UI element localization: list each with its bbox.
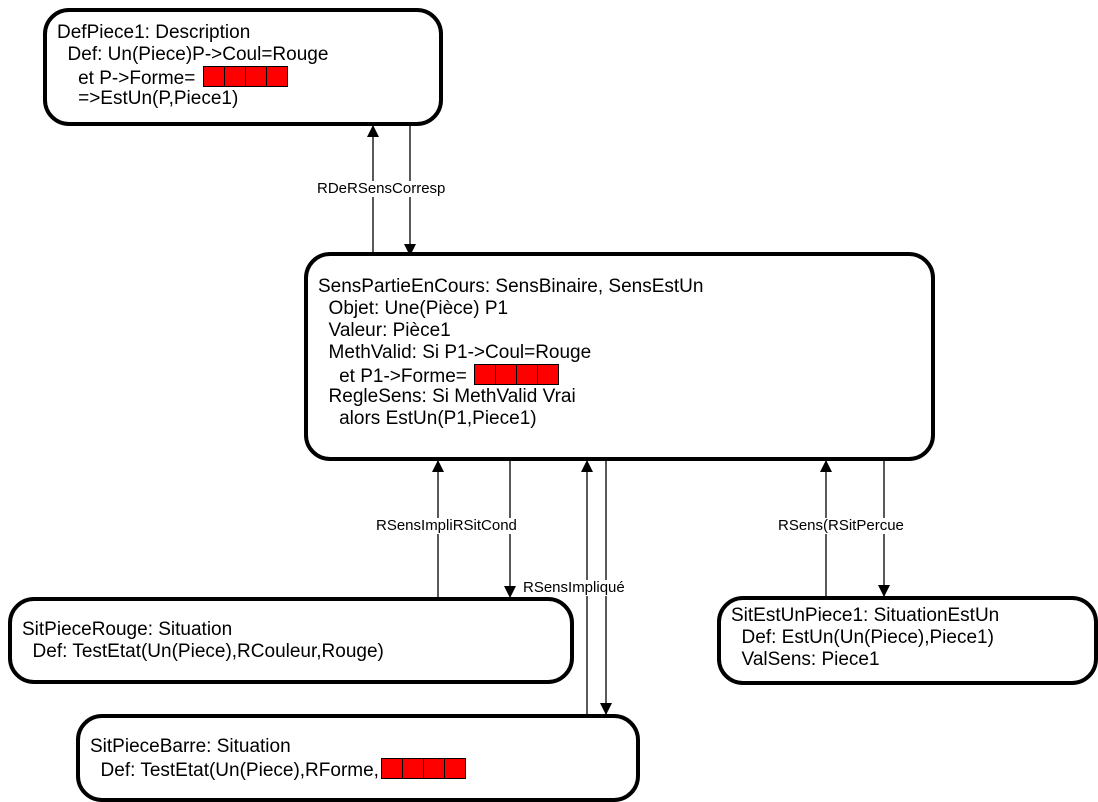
node-defpiece1-line-forme: et P->Forme=	[57, 66, 439, 89]
bar-pattern-icon	[202, 66, 288, 87]
node-sens-line: Valeur: Pièce1	[318, 320, 451, 341]
node-rouge-line: Def: TestEtat(Un(Piece),RCouleur,Rouge)	[22, 641, 384, 662]
node-sens-forme-text: et P1->Forme=	[318, 366, 473, 387]
node-sens-line: RegleSens: Si MethValid Vrai	[318, 386, 576, 407]
node-sens-partie-en-cours[interactable]: SensPartieEnCours: SensBinaire, SensEstU…	[304, 252, 935, 461]
node-sit-est-un-piece1[interactable]: SitEstUnPiece1: SituationEstUn Def: EstU…	[717, 596, 1098, 685]
node-rouge-title: SitPieceRouge: Situation	[22, 619, 233, 640]
node-defpiece1[interactable]: DefPiece1: Description Def: Un(Piece)P->…	[43, 8, 443, 126]
bar-pattern-icon	[380, 758, 466, 779]
node-sens-line: alors EstUn(P1,Piece1)	[318, 408, 537, 429]
edge-label-mid: RSensImpliqué	[522, 579, 626, 596]
node-sens-line: Objet: Une(Pièce) P1	[318, 298, 509, 319]
node-defpiece1-line: Def: Un(Piece)P->Coul=Rouge	[57, 44, 329, 65]
node-estun-line: ValSens: Piece1	[731, 649, 880, 670]
node-defpiece1-title: DefPiece1: Description	[57, 22, 251, 43]
node-sit-piece-barre[interactable]: SitPieceBarre: Situation Def: TestEtat(U…	[76, 714, 640, 802]
node-sens-line-forme: et P1->Forme=	[318, 364, 931, 387]
node-sit-piece-rouge[interactable]: SitPieceRouge: Situation Def: TestEtat(U…	[8, 597, 574, 684]
edge-label-top: RDeRSensCorresp	[316, 180, 447, 197]
node-sens-title: SensPartieEnCours: SensBinaire, SensEstU…	[318, 276, 704, 297]
node-defpiece1-line: =>EstUn(P,Piece1)	[57, 88, 239, 109]
node-estun-line: Def: EstUn(Un(Piece),Piece1)	[731, 627, 994, 648]
node-sens-line: MethValid: Si P1->Coul=Rouge	[318, 342, 592, 363]
node-barre-line-forme: Def: TestEtat(Un(Piece),RForme,	[90, 758, 636, 781]
node-barre-forme-text: Def: TestEtat(Un(Piece),RForme,	[90, 760, 379, 781]
node-barre-title: SitPieceBarre: Situation	[90, 736, 291, 757]
edge-label-right: RSens(RSitPercue	[777, 517, 905, 534]
node-defpiece1-forme-text: et P->Forme=	[57, 68, 201, 89]
bar-pattern-icon	[474, 364, 560, 385]
node-estun-title: SitEstUnPiece1: SituationEstUn	[731, 605, 1000, 626]
edge-label-left: RSensImpliRSitCond	[375, 517, 518, 534]
